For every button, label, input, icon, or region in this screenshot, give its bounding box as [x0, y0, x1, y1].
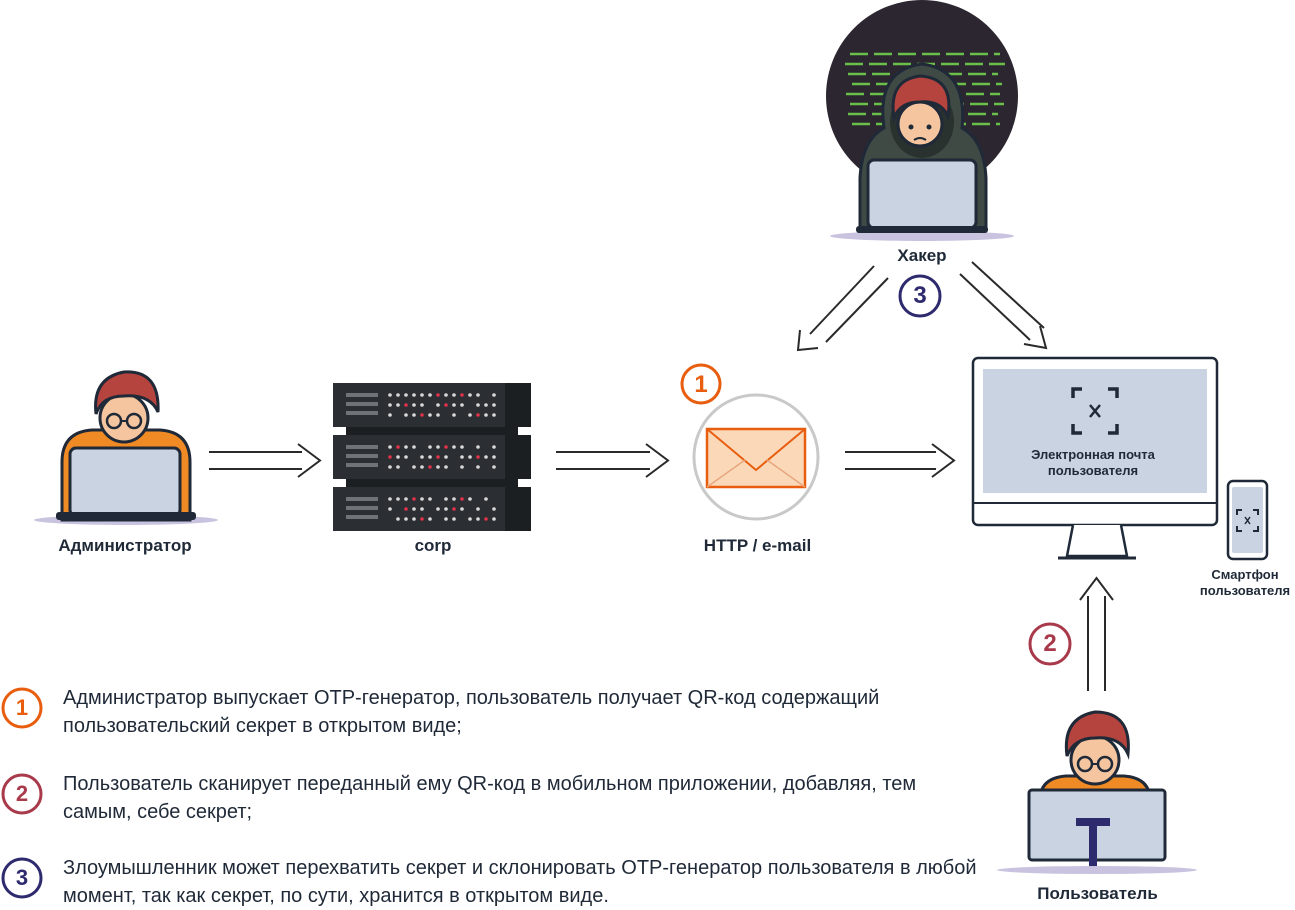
admin-icon — [34, 370, 218, 525]
legend-number: 3 — [15, 865, 29, 890]
email-screen-label: Электронная почта пользователя — [1031, 447, 1155, 478]
hacker-label: Хакер — [897, 246, 947, 265]
admin-label: Администратор — [58, 536, 192, 555]
user-label: Пользователь — [1037, 884, 1158, 903]
arrow-hacker-to-http — [796, 265, 889, 352]
qr-scan-icon — [1071, 387, 1119, 435]
envelope-icon — [692, 393, 820, 521]
legend-text: Пользователь сканирует переданный ему QR… — [63, 773, 917, 823]
step-2-number: 2 — [1043, 630, 1057, 657]
step-1-badge — [680, 363, 722, 405]
legend-text: Администратор выпускает OTP-генератор, п… — [63, 687, 880, 737]
http-email-label: HTTP / e-mail — [703, 536, 812, 555]
step-1-number: 1 — [694, 371, 708, 398]
arrow-http-to-monitor — [845, 443, 956, 478]
smartphone-icon — [1226, 479, 1269, 561]
corp-label: corp — [414, 536, 452, 555]
legend-number: 1 — [15, 695, 29, 720]
legend-number: 2 — [15, 781, 29, 806]
flow-arrows — [209, 261, 1114, 691]
qr-scan-icon — [1236, 509, 1259, 532]
user-icon — [997, 710, 1197, 874]
step-2-badge — [1028, 622, 1072, 666]
arrow-hacker-to-monitor — [959, 261, 1048, 350]
step-3-badge — [898, 274, 942, 318]
hacker-icon — [826, 0, 1018, 241]
smartphone-label: Смартфон пользователя — [1199, 567, 1291, 598]
legend-badge-1 — [1, 687, 43, 729]
arrow-user-to-monitor — [1079, 576, 1114, 691]
legend-badge-2 — [1, 773, 43, 815]
legend-badge-3 — [1, 857, 43, 899]
monitor-icon — [971, 356, 1219, 560]
server-icon — [333, 383, 531, 531]
arrow-corp-to-http — [556, 443, 670, 478]
legend-text: Злоумышленник может перехватить секрет и… — [63, 857, 977, 907]
step-3-number: 3 — [913, 282, 927, 309]
arrow-admin-to-corp — [209, 443, 322, 478]
